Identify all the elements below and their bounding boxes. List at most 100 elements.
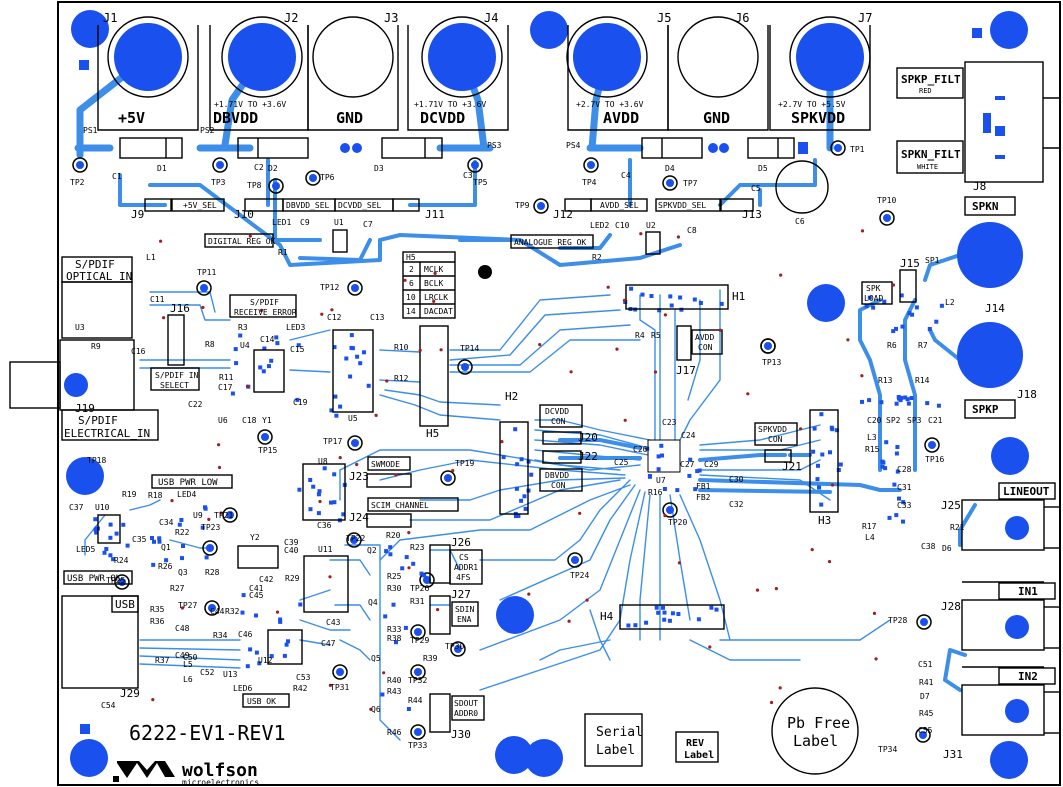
via-dot <box>374 413 378 417</box>
smd-pad <box>308 507 313 512</box>
smd-pad <box>834 428 839 433</box>
spkvdd-con-line2: CON <box>768 435 783 444</box>
spdif-error-line2: RECEIVE ERROR <box>234 308 297 317</box>
ref-designator: U10 <box>95 503 110 512</box>
smd-pad <box>898 398 903 403</box>
sel-dbvdd-label: DBVDD_SEL <box>286 201 330 210</box>
ref-designator: H1 <box>732 290 745 303</box>
smd-pad <box>516 514 521 518</box>
via-dot <box>275 610 280 614</box>
sel-spkvdd-label: SPKVDD_SEL <box>658 201 706 210</box>
ref-designator: C16 <box>131 347 146 356</box>
ref-designator: TP14 <box>460 344 479 353</box>
via-dot <box>159 239 163 243</box>
smd-pad <box>204 555 209 560</box>
ref-designator: U3 <box>75 323 85 332</box>
via-dot <box>774 587 779 591</box>
ref-designator: TP31 <box>330 683 349 692</box>
via-dot <box>500 440 504 444</box>
via-dot <box>394 473 398 477</box>
ref-designator: U2 <box>646 221 656 230</box>
via-dot <box>382 671 386 675</box>
smd-pad <box>695 469 700 474</box>
via-dot <box>860 374 864 378</box>
smd-pad <box>714 607 719 612</box>
via-dot <box>677 561 682 565</box>
spkp-filt-color: RED <box>919 87 932 95</box>
jack-ref: J3 <box>384 11 398 25</box>
smd-pad <box>828 450 832 455</box>
lineout-label: LINEOUT <box>1003 485 1050 498</box>
smd-pad <box>311 484 316 489</box>
via-dot <box>578 511 582 515</box>
smd-pad <box>895 445 900 449</box>
via-dot <box>180 606 184 610</box>
smd-pad <box>384 549 389 554</box>
ref-designator: R33 <box>387 625 402 634</box>
spdif-optical-line2: OPTICAL_IN <box>66 270 132 283</box>
ref-designator: LED4 <box>177 490 196 499</box>
smd-pad <box>121 522 126 527</box>
smd-pad <box>296 343 301 348</box>
h5-table-title: H5 <box>406 253 416 262</box>
via-dot <box>245 384 250 388</box>
smd-pad <box>692 297 697 302</box>
ref-designator: U9 <box>193 511 203 520</box>
smd-pad <box>939 303 944 308</box>
jack-ref: J2 <box>284 11 298 25</box>
via-dot <box>718 328 722 332</box>
ref-designator: R6 <box>887 341 897 350</box>
ref-designator: U7 <box>656 476 666 485</box>
ref-designator: TP19 <box>455 459 474 468</box>
smd-pad <box>864 304 869 309</box>
smd-pad <box>830 427 835 432</box>
ref-designator: TP22 <box>346 534 365 543</box>
smd-pad <box>362 350 366 355</box>
ref-designator: R13 <box>878 376 893 385</box>
ref-designator: C39 <box>284 538 299 547</box>
dcvdd-con-line1: DCVDD <box>545 407 569 416</box>
via-dot <box>830 483 835 487</box>
ref-designator: TP1 <box>850 145 865 154</box>
ref-designator: H3 <box>818 514 831 527</box>
ref-designator: Q1 <box>161 543 171 552</box>
ref-designator: D7 <box>920 692 930 701</box>
in2-label: IN2 <box>1018 670 1038 683</box>
ref-designator: R35 <box>150 605 165 614</box>
ref-designator: J18 <box>1017 388 1037 401</box>
dbvdd-con-line1: DBVDD <box>545 471 569 480</box>
via-dot <box>585 598 589 602</box>
ref-designator: U5 <box>348 414 358 423</box>
smd-pad <box>108 535 113 540</box>
via-dot <box>217 443 221 447</box>
ref-designator: C45 <box>249 591 264 600</box>
ref-designator: R12 <box>394 374 409 383</box>
ref-designator: R5 <box>651 331 661 340</box>
via-dot <box>207 517 211 522</box>
digital-reg-ok-label: DIGITAL REG OK <box>208 237 276 246</box>
ref-designator: TP32 <box>408 676 427 685</box>
smd-pad <box>867 398 872 403</box>
ref-designator: R44 <box>408 696 423 705</box>
ref-designator: L4 <box>865 533 875 542</box>
smd-pad <box>350 346 355 351</box>
jack-ref: J6 <box>735 11 749 25</box>
smd-pad <box>269 358 274 363</box>
ref-designator: J22 <box>578 450 598 463</box>
smd-pad <box>403 625 408 630</box>
ref-designator: C30 <box>729 475 744 484</box>
smd-pad <box>104 547 109 551</box>
ref-designator: J27 <box>451 588 471 601</box>
smd-pad <box>669 303 674 308</box>
jack-label: SPKVDD <box>791 109 845 127</box>
jack-label: DBVDD <box>213 109 258 127</box>
ref-designator: Q4 <box>368 598 378 607</box>
ref-designator: U6 <box>218 416 228 425</box>
smd-pad <box>388 545 393 550</box>
smd-pad <box>667 618 672 623</box>
smd-pad <box>257 661 262 666</box>
smd-pad <box>248 647 253 652</box>
ref-designator: C44 <box>210 607 225 616</box>
ref-designator: L3 <box>867 433 877 442</box>
